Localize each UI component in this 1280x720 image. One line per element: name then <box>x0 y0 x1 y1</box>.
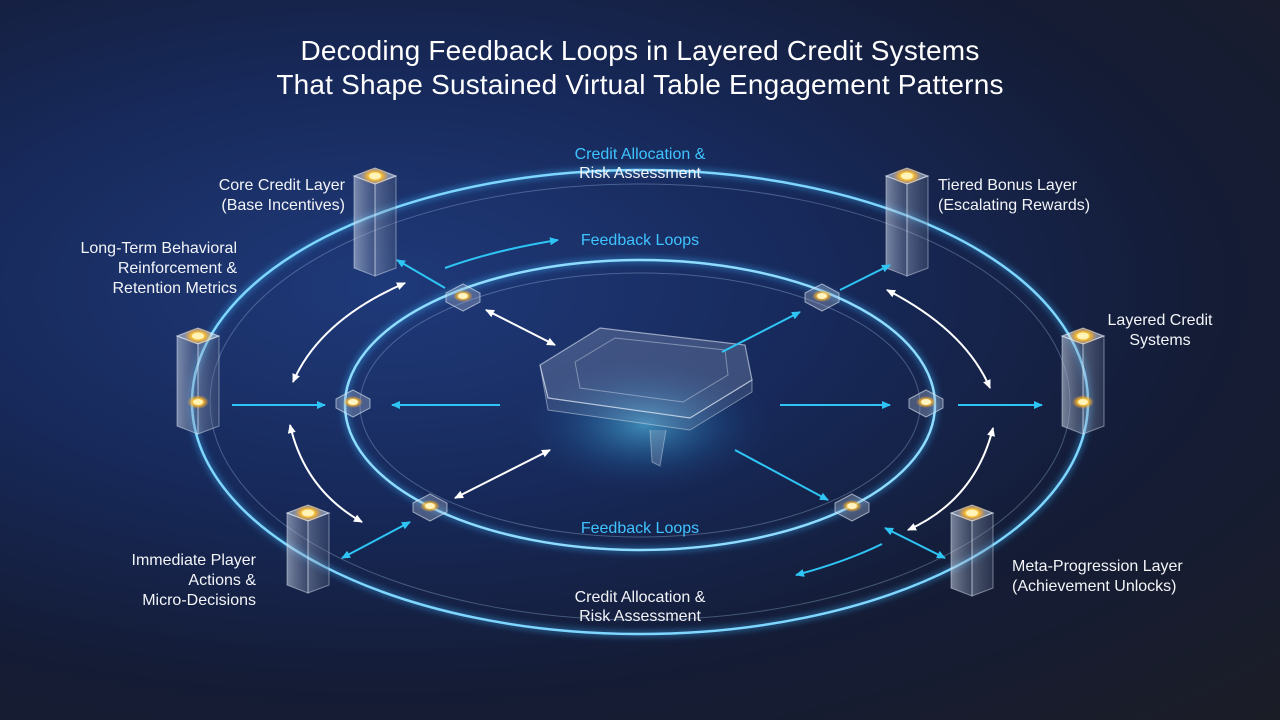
label-long-term-line2: Reinforcement & <box>117 260 237 277</box>
label-long-term-behavioral: Long-Term Behavioral Reinforcement & Ret… <box>30 239 237 299</box>
label-long-term-line1: Long-Term Behavioral <box>80 240 237 257</box>
pillar-icon <box>352 167 398 277</box>
arrow-top-left-pillar <box>396 259 446 289</box>
arrow-white-lower-right <box>907 427 995 531</box>
arrow-bottom-left-pillar <box>341 521 411 559</box>
label-layered-credit-systems: Layered Credit Systems <box>1095 311 1225 351</box>
ring-nodes <box>335 283 944 522</box>
layer-pillars <box>175 167 1106 597</box>
label-core-credit-layer: Core Credit Layer (Base Incentives) <box>150 176 345 216</box>
arrow-white-upper-right <box>886 289 991 389</box>
label-tiered-bonus-layer: Tiered Bonus Layer (Escalating Rewards) <box>938 176 1158 216</box>
label-meta-progression-line2: (Achievement Unlocks) <box>1012 578 1177 595</box>
title-line-1: Decoding Feedback Loops in Layered Credi… <box>300 35 980 66</box>
cyan-arrows <box>232 237 1043 577</box>
label-immediate-line3: Micro-Decisions <box>142 592 256 609</box>
label-immediate-line2: Actions & <box>188 572 256 589</box>
pillar-icon <box>285 504 331 594</box>
white-arrows <box>287 282 995 531</box>
arrow-bottom-right-return <box>795 543 883 577</box>
label-top-ring-line2: Risk Assessment <box>579 165 701 182</box>
pillar-icon <box>884 167 930 277</box>
arrow-center-top-right <box>721 311 801 353</box>
pillar-icon <box>1060 327 1106 435</box>
pillar-icon <box>949 504 995 597</box>
label-immediate-player-actions: Immediate Player Actions & Micro-Decisio… <box>60 551 257 611</box>
table-icon <box>515 327 775 495</box>
arrow-white-upper-left <box>292 282 406 383</box>
label-core-credit-line2: (Base Incentives) <box>221 197 345 214</box>
arrow-white-center-upper-left <box>485 309 556 346</box>
pillar-ring-node-icon <box>187 395 209 409</box>
label-layered-credit-line2: Systems <box>1129 332 1191 349</box>
label-tiered-bonus-line1: Tiered Bonus Layer <box>938 177 1078 194</box>
pillar-ring-node-icon <box>1072 395 1094 409</box>
hex-node-icon <box>908 389 944 418</box>
label-meta-progression-line1: Meta-Progression Layer <box>1012 558 1183 575</box>
label-core-credit-line1: Core Credit Layer <box>218 177 345 194</box>
arrow-center-bottom-right <box>734 449 829 501</box>
label-layered-credit-line1: Layered Credit <box>1107 312 1213 329</box>
label-bottom-ring-line1: Credit Allocation & <box>575 589 706 606</box>
hex-node-icon <box>445 283 481 312</box>
arrow-top-right-pillar <box>839 264 891 291</box>
label-long-term-line3: Retention Metrics <box>112 280 238 297</box>
hex-node-icon <box>804 283 840 312</box>
arrow-white-center-lower-left <box>454 449 551 499</box>
arrow-feedback-top <box>444 237 559 269</box>
label-top-ring-line1: Credit Allocation & <box>575 146 706 163</box>
label-meta-progression-layer: Meta-Progression Layer (Achievement Unlo… <box>1012 557 1232 597</box>
arrow-bottom-right-pillar <box>884 527 946 559</box>
label-feedback-top: Feedback Loops <box>581 232 699 249</box>
label-immediate-line1: Immediate Player <box>131 552 257 569</box>
label-bottom-ring-line2: Risk Assessment <box>579 608 701 625</box>
pillar-icon <box>175 327 221 435</box>
label-tiered-bonus-line2: (Escalating Rewards) <box>938 197 1091 214</box>
arrow-white-lower-left <box>287 424 363 523</box>
hex-node-icon <box>335 389 371 418</box>
hex-node-icon <box>412 493 448 522</box>
page-title: Decoding Feedback Loops in Layered Credi… <box>0 34 1280 102</box>
hex-node-icon <box>834 493 870 522</box>
title-line-2: That Shape Sustained Virtual Table Engag… <box>276 69 1004 100</box>
label-feedback-bottom: Feedback Loops <box>581 520 699 537</box>
